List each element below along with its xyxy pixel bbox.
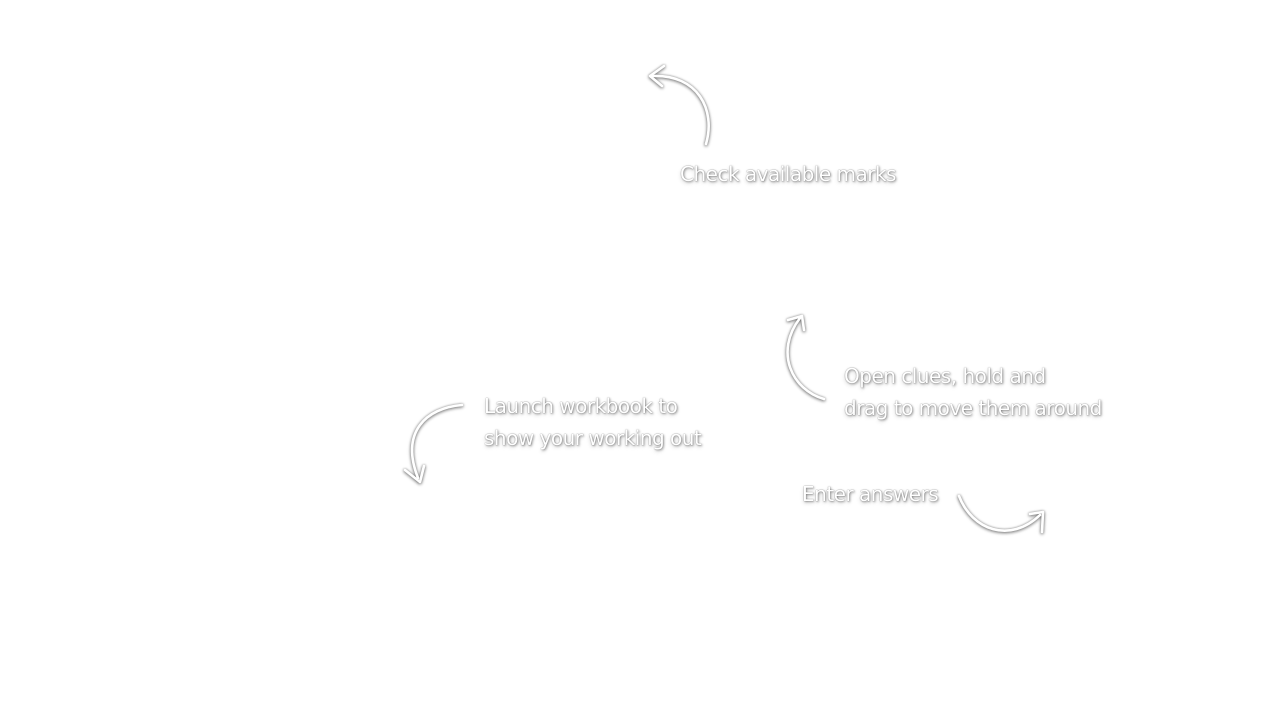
hint-launch-workbook-line1: Launch workbook to [484,394,678,418]
hint-launch-workbook-line2: show your working out [484,426,702,450]
curved-arrow-up-left-icon [648,64,710,146]
curved-arrow-up-icon [786,314,826,401]
hint-open-clues-line1: Open clues, hold and [844,364,1046,388]
hint-check-marks-text: Check available marks [680,162,896,186]
hint-open-clues-line2: drag to move them around [844,396,1102,420]
hint-enter-answers-text: Enter answers [802,482,939,506]
curved-arrow-right-icon [957,494,1045,534]
hint-open-clues: Open clues, hold and drag to move them a… [844,360,1102,424]
hint-launch-workbook: Launch workbook to show your working out [484,390,702,454]
hint-enter-answers: Enter answers [802,478,939,510]
hint-check-marks: Check available marks [680,158,896,190]
curved-arrow-down-left-icon [403,403,464,484]
